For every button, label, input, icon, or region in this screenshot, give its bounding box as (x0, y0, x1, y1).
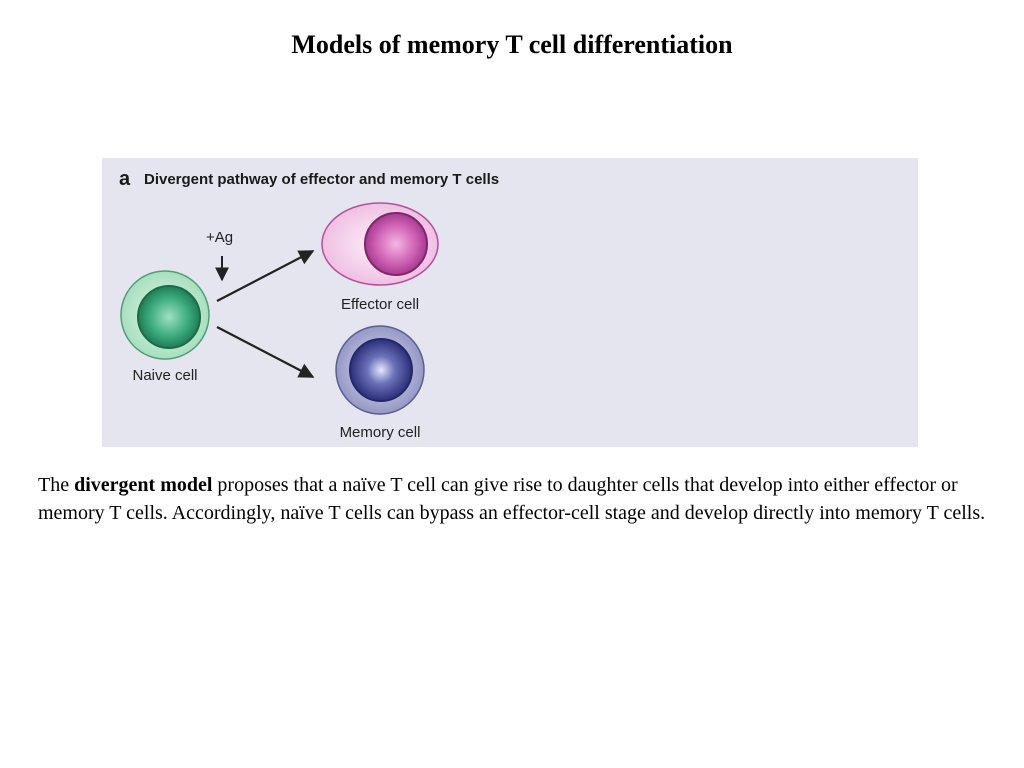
caption-lead: The (38, 474, 75, 496)
naive-cell-label: Naive cell (132, 367, 197, 384)
effector-cell (321, 202, 439, 286)
caption-rest: proposes that a naïve T cell can give ri… (38, 474, 986, 524)
caption-text: The divergent model proposes that a naïv… (38, 471, 998, 527)
figure-panel: a Divergent pathway of effector and memo… (102, 158, 918, 447)
naive-cell (120, 270, 210, 360)
slide-title: Models of memory T cell differentiation (291, 30, 733, 59)
divergent-pathway-diagram: a Divergent pathway of effector and memo… (119, 168, 499, 441)
panel-letter: a (119, 168, 131, 190)
panel-heading: Divergent pathway of effector and memory… (144, 171, 499, 188)
arrow-to-memory (216, 326, 315, 378)
arrow-to-effector (216, 250, 315, 302)
memory-cell (335, 325, 425, 415)
caption-emphasis: divergent model (74, 474, 213, 496)
memory-cell-label: Memory cell (340, 424, 421, 441)
effector-cell-label: Effector cell (341, 296, 419, 313)
antigen-label: +Ag (206, 229, 233, 246)
